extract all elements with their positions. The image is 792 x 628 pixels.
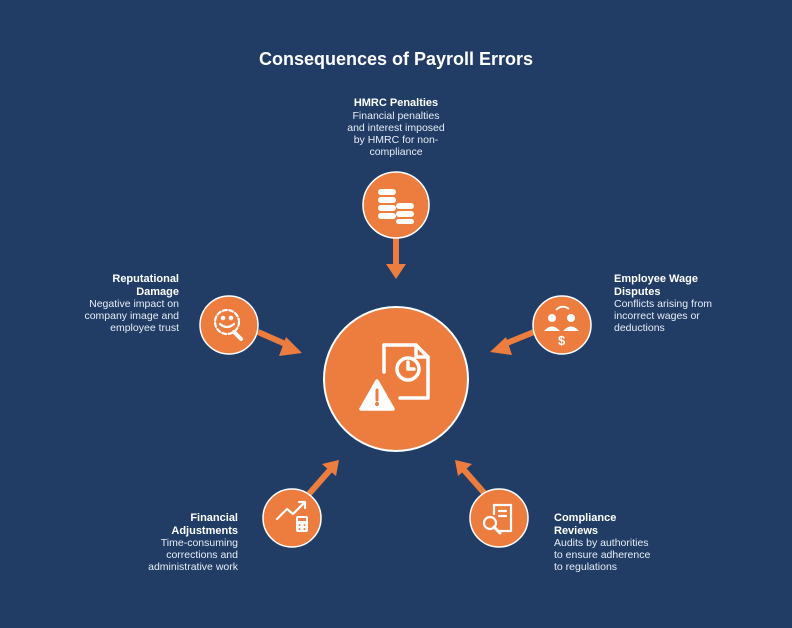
- compliance-title-line-2: Reviews: [554, 524, 599, 537]
- node-reputational: [199, 295, 259, 355]
- compliance-title-line-1: Compliance: [554, 512, 617, 524]
- arrow-compliance: [455, 460, 489, 497]
- center-node: [323, 306, 469, 452]
- financial-desc-line-1: Time-consuming: [160, 537, 238, 549]
- employee-title-line-2: Disputes: [614, 285, 661, 298]
- reputational-desc-line-2: company image and: [84, 310, 179, 322]
- arrow-financial: [305, 460, 339, 497]
- coins-icon: [378, 189, 414, 224]
- hmrc-penalties-text: HMRC Penalties Financial penalties and i…: [321, 97, 471, 158]
- reputational-damage-text: Reputational Damage Negative impact on c…: [30, 273, 179, 334]
- node-hmrc: [362, 171, 430, 239]
- employee-desc-line-1: Conflicts arising from: [614, 298, 713, 310]
- financial-desc-line-3: administrative work: [148, 561, 238, 573]
- chart-calculator-icon: [275, 500, 308, 532]
- financial-title-line-1: Financial: [190, 512, 238, 524]
- employee-title-line-1: Employee Wage: [614, 273, 698, 285]
- reputational-desc-line-3: employee trust: [110, 322, 179, 334]
- node-financial: [262, 488, 322, 548]
- compliance-desc-line-3: to regulations: [554, 561, 618, 573]
- reputational-desc-line-1: Negative impact on: [89, 298, 179, 310]
- people-dollar-icon: $: [544, 305, 579, 348]
- document-clock-warning-icon: [359, 343, 430, 411]
- employee-wage-disputes-text: Employee Wage Disputes Conflicts arising…: [614, 273, 764, 334]
- compliance-desc-line-2: to ensure adherence: [554, 549, 651, 561]
- node-compliance: [469, 488, 529, 548]
- arrow-employee: [490, 329, 536, 355]
- hmrc-desc-line-4: compliance: [369, 145, 423, 158]
- hmrc-desc-line-3: by HMRC for non-: [353, 133, 439, 146]
- employee-desc-line-3: deductions: [614, 322, 665, 334]
- arrow-reputational: [256, 329, 302, 356]
- page-title: Consequences of Payroll Errors: [258, 49, 534, 69]
- broken-badge-icon: [213, 308, 243, 341]
- compliance-reviews-text: Compliance Reviews Audits by authorities…: [554, 512, 704, 573]
- reputational-title-line-2: Damage: [136, 285, 179, 298]
- svg-text:$: $: [558, 333, 566, 348]
- employee-desc-line-2: incorrect wages or: [614, 310, 700, 322]
- financial-title-line-2: Adjustments: [171, 524, 238, 537]
- document-search-icon: [482, 503, 513, 535]
- financial-desc-line-2: corrections and: [166, 549, 238, 561]
- arrow-hmrc: [386, 232, 406, 279]
- reputational-title-line-1: Reputational: [112, 273, 179, 285]
- hmrc-desc-line-2: and interest imposed: [347, 121, 445, 134]
- compliance-desc-line-1: Audits by authorities: [554, 537, 649, 549]
- hmrc-desc-line-1: Financial penalties: [352, 109, 440, 122]
- financial-adjustments-text: Financial Adjustments Time-consuming cor…: [88, 512, 238, 573]
- node-employee: $: [532, 295, 592, 355]
- hmrc-title: HMRC Penalties: [353, 97, 439, 109]
